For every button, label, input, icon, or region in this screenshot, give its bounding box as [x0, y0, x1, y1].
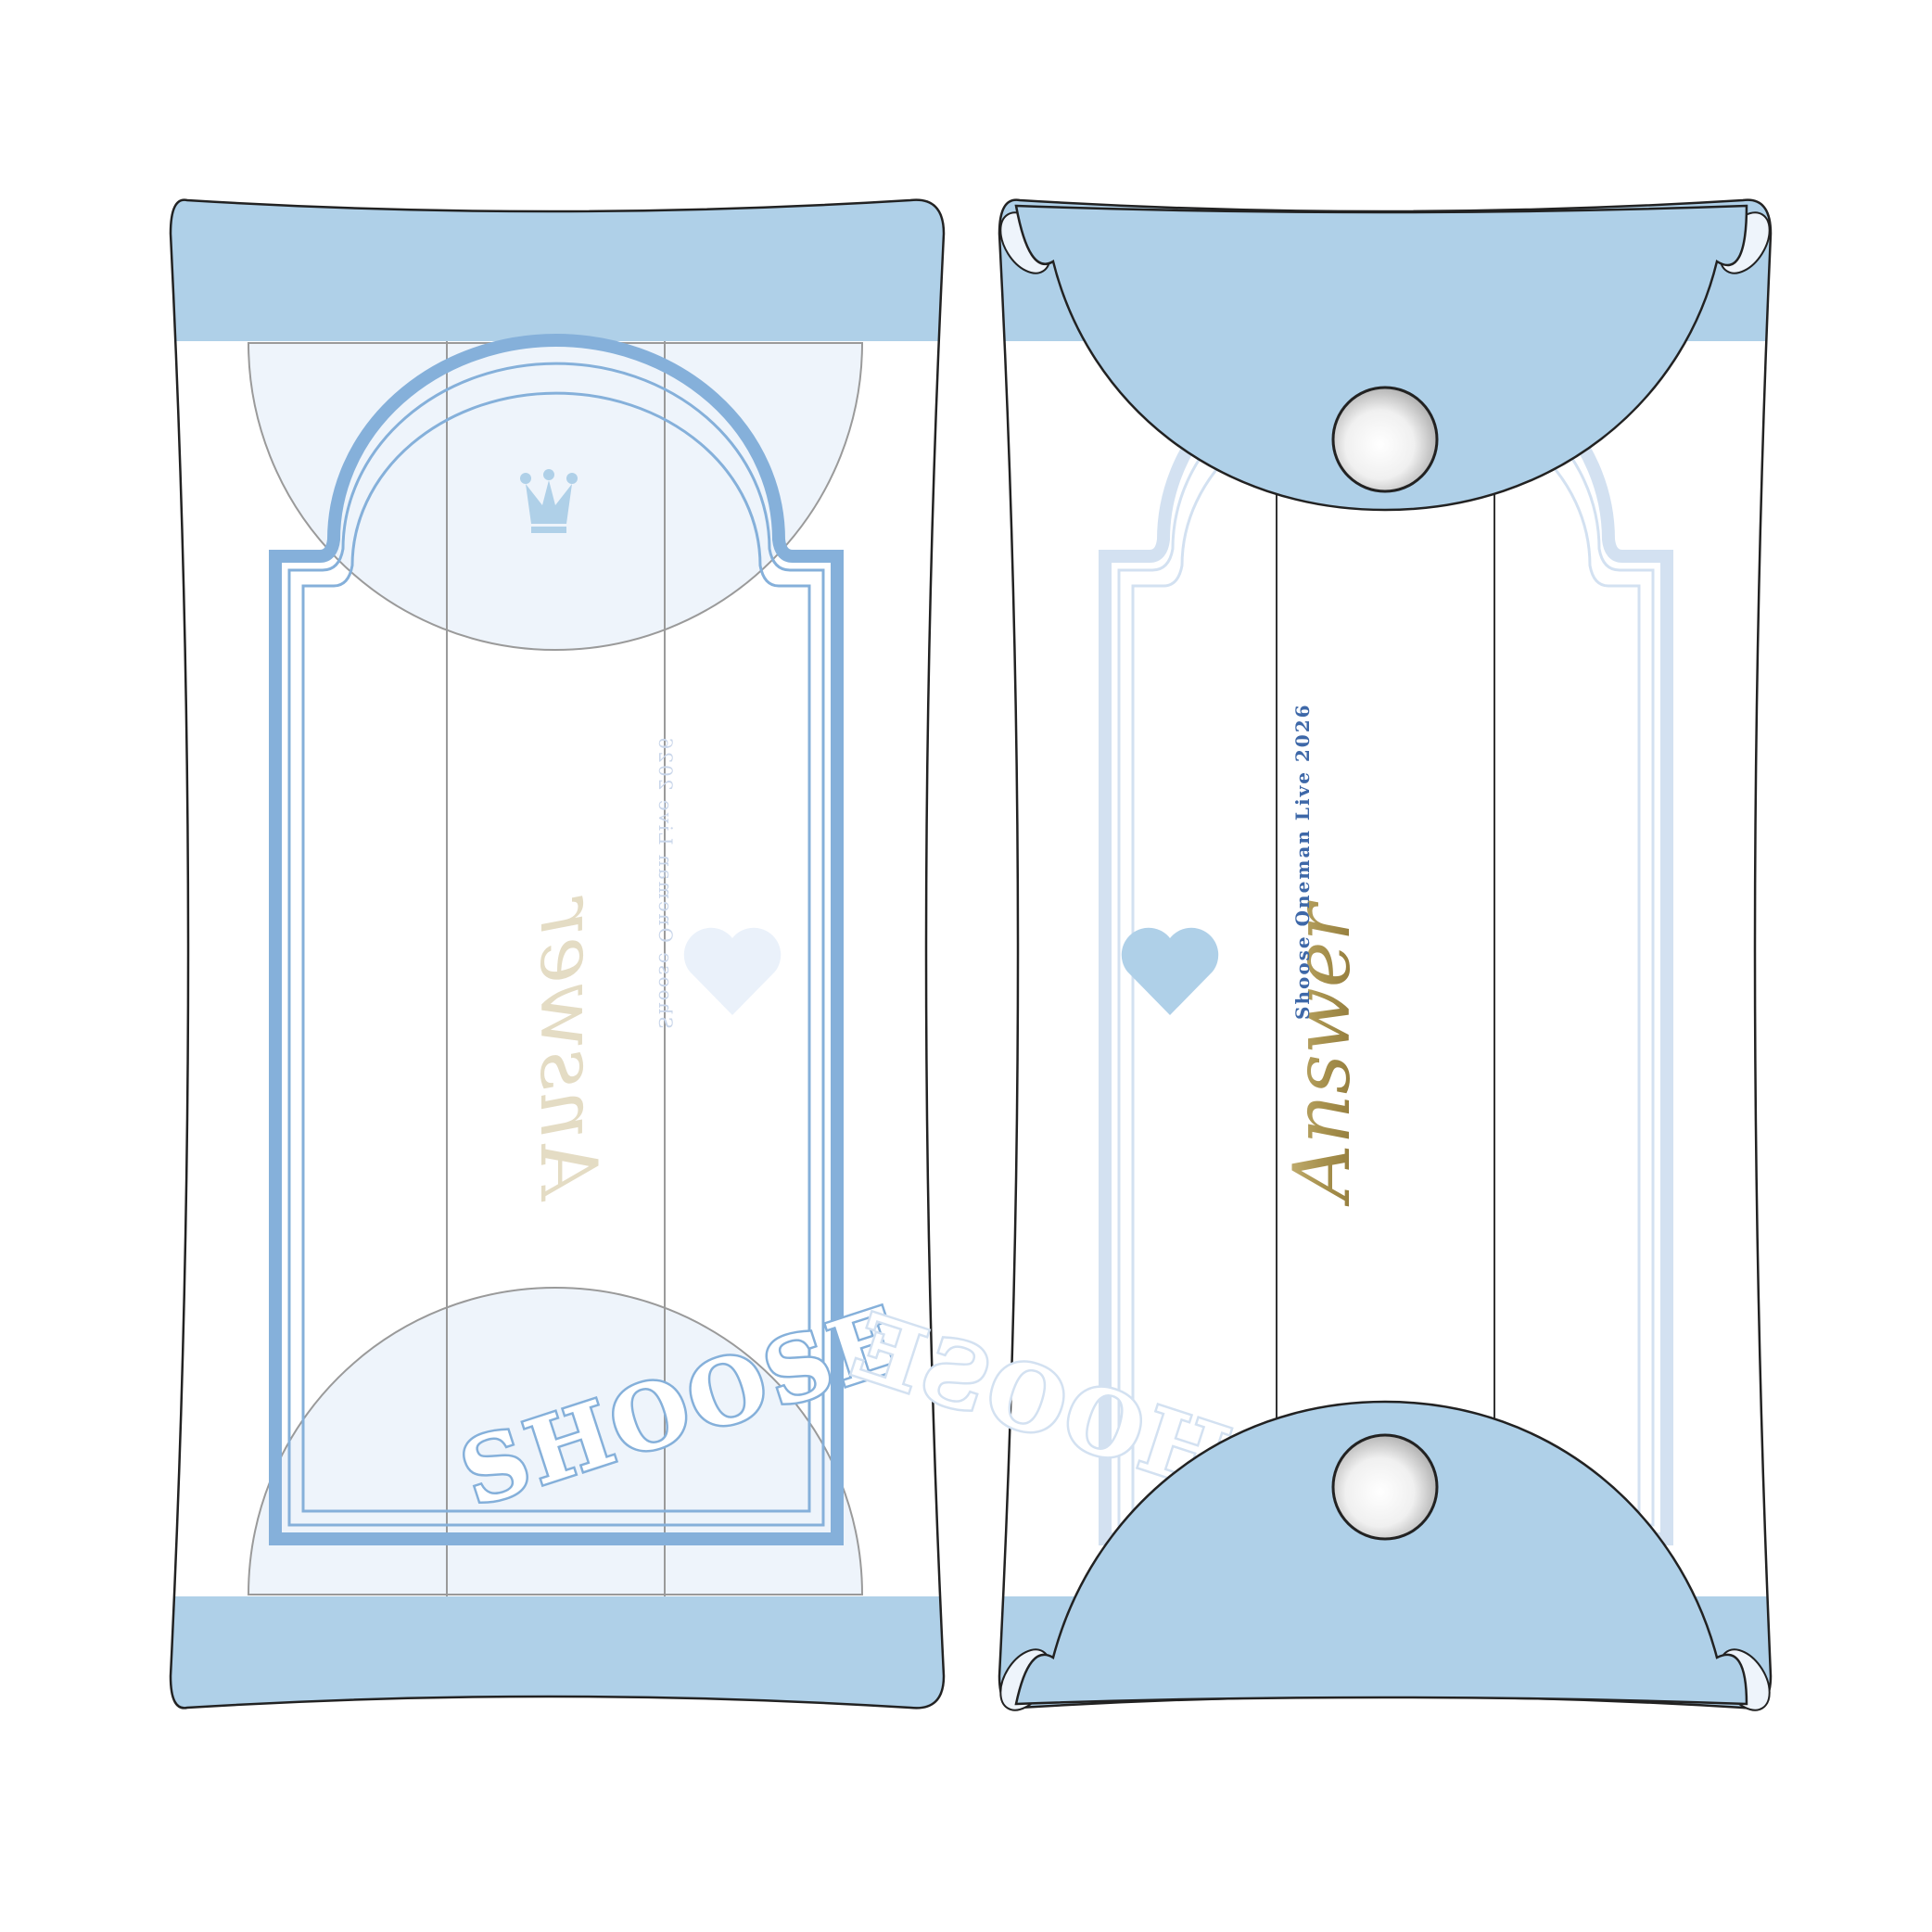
snap-button-icon[interactable] — [1331, 386, 1439, 493]
back-script-title: Answer — [1277, 900, 1367, 1207]
front-script-title: Answer — [523, 896, 614, 1202]
front-subtitle: Shoose Oneman Live 2026 — [655, 736, 677, 1029]
heart-icon — [1121, 927, 1219, 1015]
front-bottom-band — [171, 1596, 944, 1709]
front-pouch: Answer Shoose Oneman Live 2026 SHOOSE — [169, 198, 946, 1710]
back-pouch: Answer Shoose Oneman Live 2026 SHOOSE — [835, 198, 1773, 1711]
snap-button-icon[interactable] — [1331, 1433, 1439, 1541]
front-arch-frame — [269, 334, 844, 1545]
bottom-closure-flap[interactable] — [1014, 1400, 1748, 1706]
top-closure-flap[interactable] — [1014, 204, 1748, 512]
front-pouch-outline — [169, 198, 946, 1710]
back-pouch-outline — [998, 198, 1773, 1710]
front-top-band — [171, 199, 944, 341]
heart-icon — [683, 927, 782, 1015]
crown-icon — [520, 469, 578, 533]
back-subtitle: Shoose Oneman Live 2026 — [1291, 703, 1314, 1020]
